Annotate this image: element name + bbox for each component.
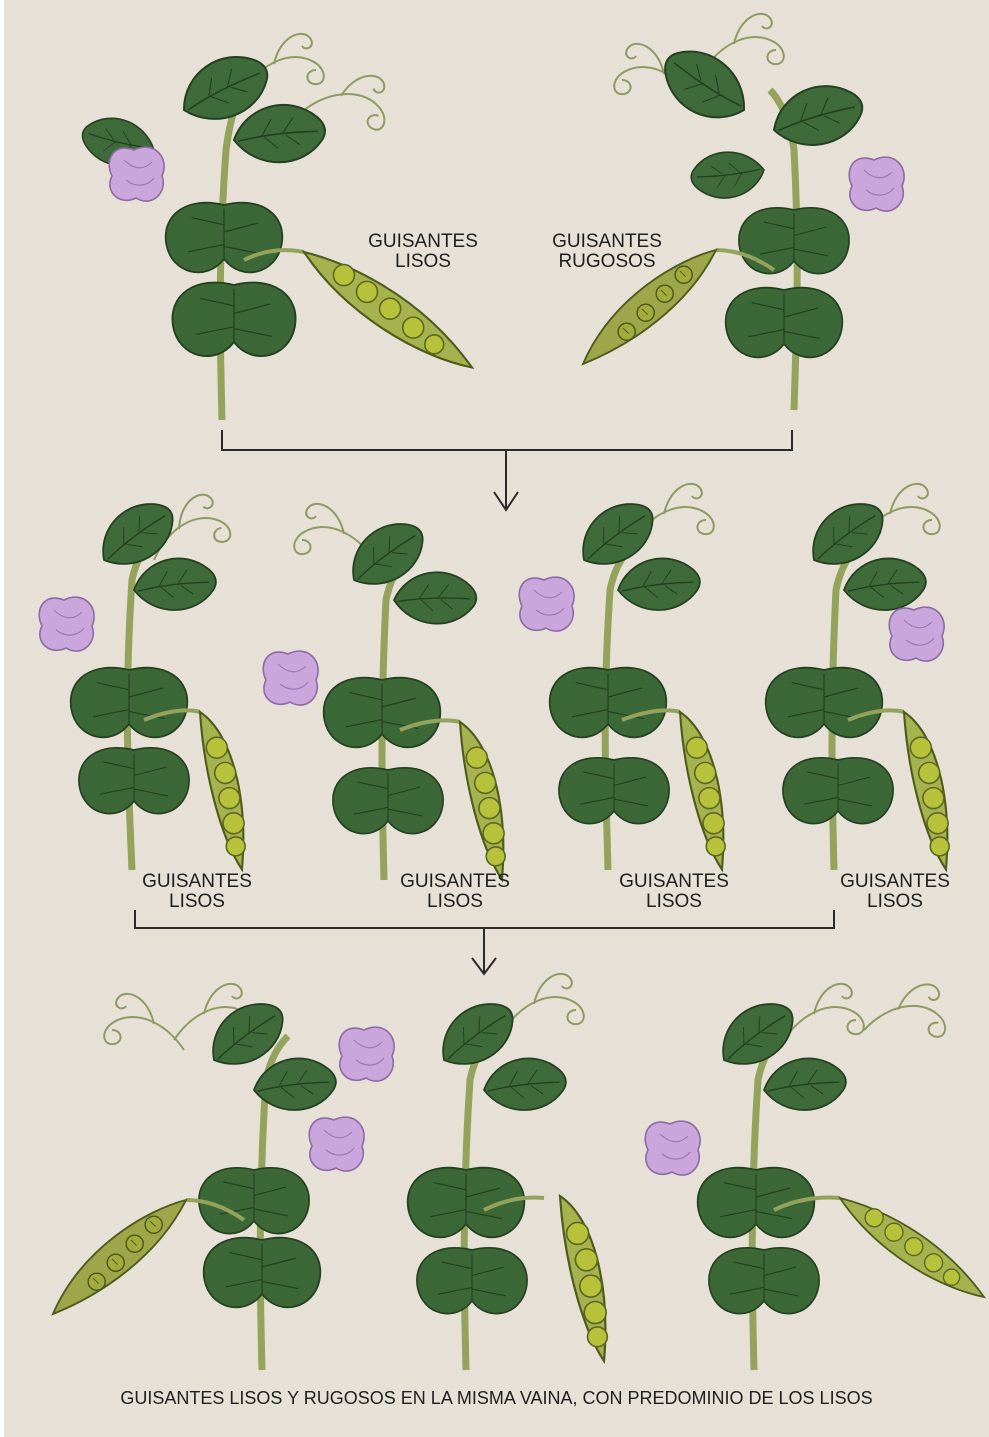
f1-plant-1	[39, 489, 245, 870]
label-f1-1: GUISANTES LISOS	[138, 872, 256, 912]
parent-plant-wrinkled	[583, 14, 904, 410]
parent-plant-smooth	[78, 34, 472, 420]
caption: GUISANTES LISOS Y RUGOSOS EN LA MISMA VA…	[4, 1388, 989, 1409]
f1-plant-2	[263, 504, 505, 880]
cross-bracket-f1	[135, 910, 834, 974]
f1-plant-4	[766, 484, 949, 870]
label-parent-wrinkled: GUISANTES RUGOSOS	[548, 232, 666, 272]
f1-plant-3	[519, 484, 725, 870]
label-f1-4: GUISANTES LISOS	[836, 872, 954, 912]
label-f1-3: GUISANTES LISOS	[615, 872, 733, 912]
illustration	[4, 0, 989, 1437]
f2-plant-3	[645, 975, 984, 1370]
pea-flower-icon	[109, 147, 164, 201]
cross-bracket-parents	[222, 430, 792, 510]
label-parent-smooth: GUISANTES LISOS	[368, 232, 478, 272]
f2-plant-1	[53, 984, 364, 1370]
f2-plant-2	[339, 974, 607, 1370]
label-f1-2: GUISANTES LISOS	[396, 872, 514, 912]
diagram-canvas: GUISANTES LISOS GUISANTES RUGOSOS GUISAN…	[4, 0, 989, 1437]
